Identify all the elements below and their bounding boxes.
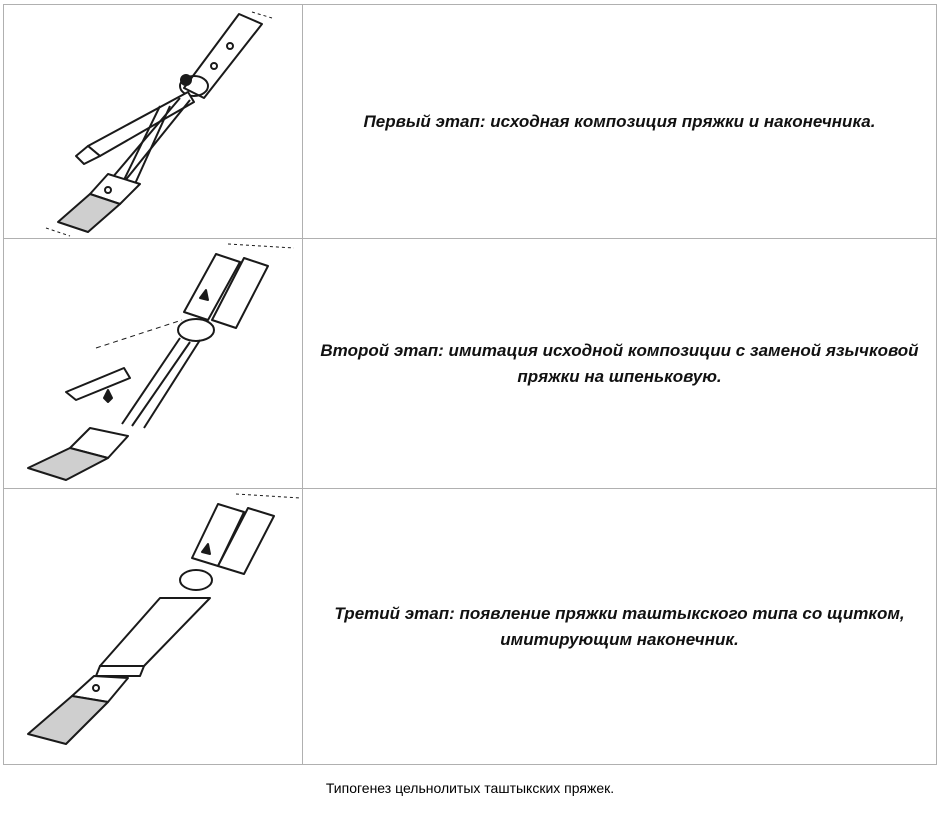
stage-1-numeral: I [191,170,200,196]
stage-2-illustration [3,238,303,489]
stages-table: Первый этап: исходная композиция пряжки … [3,4,937,765]
stage-3-illustration [3,488,303,765]
stage-2-description: Второй этап: имитация исходной композици… [302,238,937,489]
stage-row-1: Первый этап: исходная композиция пряжки … [3,4,937,239]
stage-2-numeral: II [190,425,210,454]
stage-3-numeral: III [184,692,219,725]
stage-row-2: Второй этап: имитация исходной композици… [3,238,937,489]
stage-1-description: Первый этап: исходная композиция пряжки … [302,4,937,239]
figure-caption: Типогенез цельнолитых таштыкских пряжек. [325,780,615,796]
stage-row-3: Третий этап: появление пряжки таштыкског… [3,488,937,765]
buckle-stage-1-drawing [45,11,273,236]
stage-1-illustration [3,4,303,239]
stage-3-description: Третий этап: появление пряжки таштыкског… [302,488,937,765]
buckle-stage-3-drawing [27,493,300,745]
buckle-stage-2-drawing [27,243,295,481]
